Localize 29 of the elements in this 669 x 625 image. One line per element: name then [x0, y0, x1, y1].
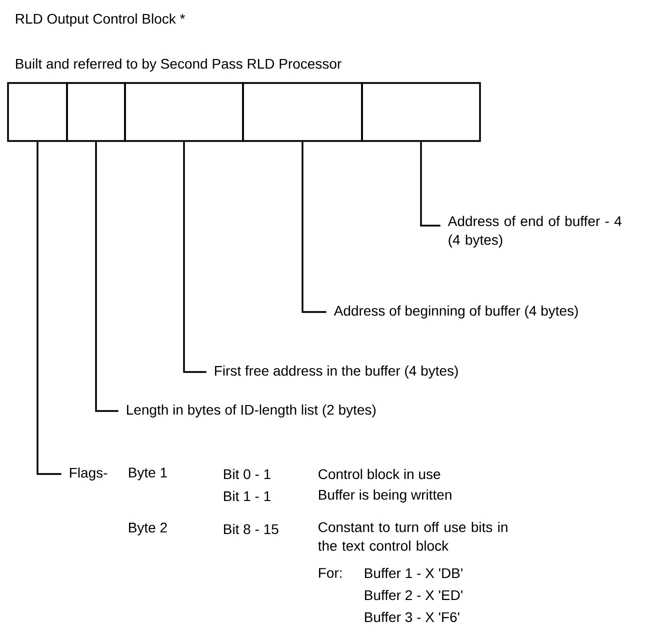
flag-text: Byte 1	[129, 468, 167, 480]
leader-line	[36, 142, 62, 475]
leader-line	[302, 142, 326, 313]
flag-text: For:	[319, 568, 342, 578]
title: RLD Output Control Block *	[16, 13, 186, 27]
subtitle: Built and referred to by Second Pass RLD Processor	[16, 58, 342, 72]
flag-text: Control block in use	[318, 468, 440, 480]
flag-text: Byte 2	[129, 522, 167, 536]
field-box	[7, 82, 68, 142]
field-box	[124, 82, 244, 142]
flag-text: Bit 1 - 1	[224, 490, 270, 502]
flag-text: Buffer 3 - X 'F6'	[365, 612, 460, 622]
leader-line	[95, 142, 118, 412]
leader-line	[420, 142, 440, 227]
field-description: First free address in the buffer (4 bytes)	[215, 365, 458, 379]
field-description: Address of beginning of buffer (4 bytes)	[334, 305, 578, 319]
field-description: Length in bytes of ID-length list (2 bytes)	[127, 404, 376, 418]
flag-text: Buffer 2 - X 'ED'	[365, 590, 462, 600]
field-box	[242, 82, 363, 142]
flag-text: Buffer is being written	[319, 489, 452, 503]
flag-text: Buffer 1 - X 'DB'	[365, 568, 462, 578]
field-box	[361, 82, 481, 142]
field-box	[66, 82, 126, 142]
flag-text: Constant to turn off use bits in the text control block	[318, 522, 508, 551]
field-description: Flags-	[70, 467, 108, 481]
field-description: Address of end of buffer - 4 (4 bytes)	[448, 216, 622, 248]
flag-text: Bit 0 - 1	[224, 468, 270, 480]
flag-text: Bit 8 - 15	[224, 524, 278, 534]
leader-line	[183, 142, 206, 373]
